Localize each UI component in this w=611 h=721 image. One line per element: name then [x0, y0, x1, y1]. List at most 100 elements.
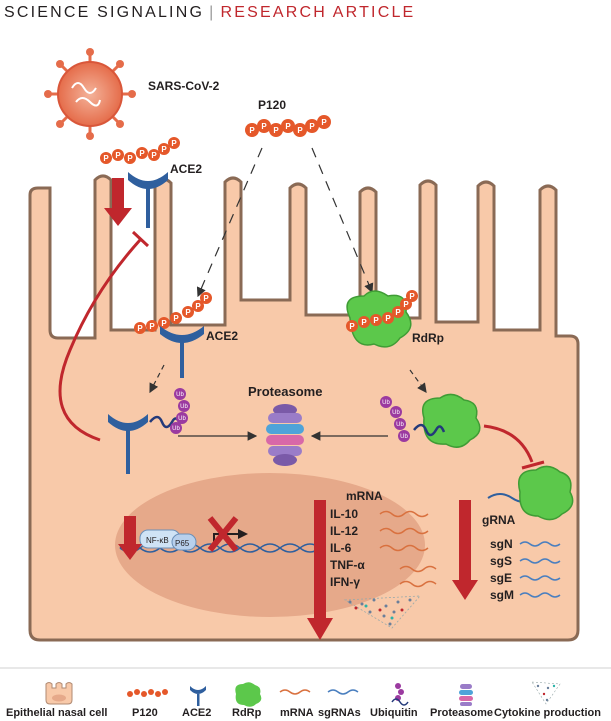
- grna-label: gRNA: [482, 513, 516, 527]
- dashed-arrow-to-rdrp: [311, 147, 374, 294]
- legend-labels: Epithelial nasal cell P120 ACE2 RdRp mRN…: [6, 707, 601, 719]
- svg-text:P: P: [115, 151, 121, 160]
- rdrp-label: RdRp: [412, 331, 444, 345]
- svg-text:Ub: Ub: [180, 404, 188, 410]
- svg-text:P: P: [161, 145, 167, 154]
- svg-text:P: P: [203, 294, 209, 303]
- svg-text:Ub: Ub: [400, 434, 408, 440]
- sgrna-list: sgN sgS sgE sgM: [490, 537, 561, 602]
- mrna-waves: [379, 510, 437, 588]
- legend-label-ubiquitin: Ubiquitin: [370, 707, 418, 719]
- ubiquitin-labels-left: Ub Ub Ub Ub: [172, 392, 188, 432]
- cytokine-list: IL-10 IL-12 IL-6 TNF-α IFN-γ: [330, 507, 365, 589]
- virus-entry-arrow: [104, 178, 132, 226]
- p120-peptide-rdrp: [346, 290, 418, 332]
- legend-label-ace2: ACE2: [182, 707, 211, 719]
- legend-label-sgrna: sgRNAs: [318, 707, 361, 719]
- legend-icons: [45, 681, 561, 707]
- p120-label: P120: [258, 98, 286, 112]
- svg-text:P: P: [395, 308, 401, 317]
- mrna-label: mRNA: [346, 489, 383, 503]
- rdrp-ubiquitinated: [413, 393, 481, 448]
- legend-label-rdrp: RdRp: [232, 707, 262, 719]
- svg-text:P: P: [403, 300, 409, 309]
- svg-text:P: P: [103, 154, 109, 163]
- svg-text:P: P: [161, 319, 167, 328]
- p120-phospho-labels-rdrp: P P P P P P P: [349, 292, 415, 331]
- svg-text:P: P: [195, 302, 201, 311]
- sgrna-label-3: sgM: [490, 588, 514, 602]
- svg-text:P: P: [309, 122, 315, 131]
- svg-text:Ub: Ub: [396, 422, 404, 428]
- svg-text:Ub: Ub: [172, 426, 180, 432]
- replication-decrease-arrow: [452, 500, 478, 600]
- journal-name: SCIENCE SIGNALING: [4, 4, 205, 21]
- legend-proteasome-icon: [459, 684, 473, 706]
- svg-text:Ub: Ub: [178, 416, 186, 422]
- inhibition-curve-entry: [58, 238, 142, 442]
- svg-text:P: P: [173, 314, 179, 323]
- cytokine-cloud-icon: [343, 595, 421, 629]
- svg-text:P: P: [285, 122, 291, 131]
- svg-text:Ub: Ub: [382, 400, 390, 406]
- svg-text:P: P: [297, 126, 303, 135]
- legend-ubiquitin-icon: [391, 683, 409, 706]
- legend-label-mrna: mRNA: [280, 707, 314, 719]
- inhibition-curve-rdrp: [483, 424, 534, 463]
- proteasome-label: Proteasome: [248, 384, 322, 399]
- nucleus: [115, 473, 425, 617]
- p120-peptide-top: [245, 115, 331, 137]
- cytokine-label-2: IL-6: [330, 541, 352, 555]
- svg-text:P: P: [409, 292, 415, 301]
- ace2-ubiquitinated: [108, 414, 182, 474]
- p120-peptide-ace2-mid: [134, 292, 212, 334]
- p65-label: P65: [175, 539, 190, 548]
- legend-label-cell: Epithelial nasal cell: [6, 707, 108, 719]
- svg-text:P: P: [349, 322, 355, 331]
- svg-text:P: P: [373, 316, 379, 325]
- svg-text:P: P: [361, 318, 367, 327]
- svg-text:P: P: [171, 139, 177, 148]
- legend-label-cytokine: Cytokine production: [494, 707, 601, 719]
- legend-label-p120: P120: [132, 707, 158, 719]
- header-separator: |: [209, 4, 216, 21]
- svg-text:P: P: [139, 149, 145, 158]
- svg-text:P: P: [137, 324, 143, 333]
- ace2-receptor-mid: [160, 326, 204, 378]
- legend-cytokine-icon: [531, 681, 561, 705]
- journal-header: SCIENCE SIGNALING|RESEARCH ARTICLE: [4, 4, 415, 22]
- transcription-block-icon: [207, 516, 248, 552]
- nfkb-complex: [139, 529, 197, 551]
- ace2-label-top: ACE2: [170, 162, 202, 176]
- cytokine-label-3: TNF-α: [330, 558, 365, 572]
- cytokine-label-0: IL-10: [330, 507, 358, 521]
- svg-text:P: P: [261, 122, 267, 131]
- virus-icon: [44, 48, 136, 140]
- ace2-label-mid: ACE2: [206, 329, 238, 343]
- rdrp-on-grna: [487, 465, 574, 521]
- svg-text:Ub: Ub: [176, 392, 184, 398]
- cytokine-decrease-arrow: [307, 500, 333, 640]
- svg-text:P: P: [273, 126, 279, 135]
- inhibition-bar-rdrp: [521, 460, 545, 470]
- dashed-arrow-rdrp-degrade: [409, 369, 427, 393]
- nfkb-decrease-arrow: [118, 516, 142, 560]
- svg-text:P: P: [149, 322, 155, 331]
- ubiquitin-labels-right: Ub Ub Ub Ub: [382, 400, 408, 440]
- dashed-arrow-to-ace2: [196, 147, 263, 298]
- p120-phospho-labels-mid: P P P P P P P: [137, 294, 209, 333]
- svg-text:P: P: [185, 308, 191, 317]
- legend-mrna-icon: [279, 689, 311, 695]
- sgrna-label-1: sgS: [490, 554, 512, 568]
- sgrna-label-0: sgN: [490, 537, 513, 551]
- legend-cell-icon: [45, 682, 73, 705]
- legend-ace2-icon: [190, 686, 206, 706]
- nfkb-label: NF-κB: [146, 536, 169, 545]
- svg-text:Ub: Ub: [392, 410, 400, 416]
- ace2-receptor-top: [128, 172, 168, 228]
- svg-text:P: P: [321, 118, 327, 127]
- legend-sgrna-icon: [327, 689, 359, 695]
- legend-rdrp-icon: [235, 682, 262, 707]
- sgrna-label-2: sgE: [490, 571, 512, 585]
